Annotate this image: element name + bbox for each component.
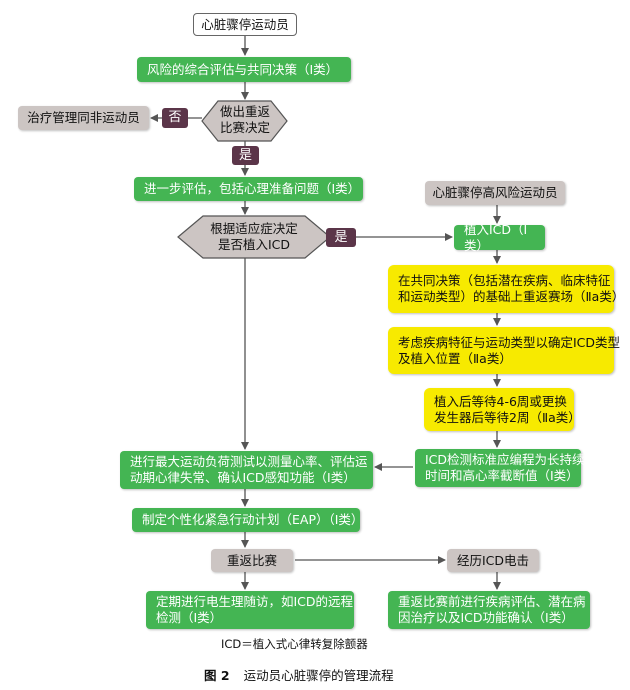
decision-return-text: 做出重返 比赛决定 [219,104,270,135]
decision-diamond-return [201,100,288,142]
icd-type-node: 考虑疾病特征与运动类型以确定ICD类型 及植入位置（Ⅱa类） [388,327,620,374]
risk-assessment-node: 风险的综合评估与共同决策（Ⅰ类） [137,57,351,82]
shared-decision-node: 在共同决策（包括潜在疾病、临床特征 和运动类型）的基础上重返赛场（Ⅱa类） [388,265,624,313]
figure-label: 图 2 [204,668,230,683]
high-risk-athlete-node: 心脏骤停高风险运动员 [425,181,565,205]
figure-title: 运动员心脏骤停的管理流程 [243,668,394,683]
post-shock-eval-node: 重返比赛前进行疾病评估、潜在病 因治疗以及ICD功能确认（Ⅰ类） [388,591,590,629]
icd-programming-node: ICD检测标准应编程为长持续 时间和高心率截断值（Ⅰ类） [415,449,585,487]
start-node: 心脏骤停运动员 [193,13,297,36]
icd-shock-node: 经历ICD电击 [447,549,539,572]
eap-node: 制定个性化紧急行动计划（EAP）（Ⅰ类） [132,508,363,532]
yes-label-icd: 是 [326,228,356,247]
max-exercise-test-node: 进行最大运动负荷测试以测量心率、评估运 动期心律失常、确认ICD感知功能（Ⅰ类） [120,451,373,489]
return-to-play-node: 重返比赛 [211,549,293,572]
decision-icd-text: 根据适应症决定 是否植入ICD [210,221,298,252]
yes-label-return: 是 [232,146,259,165]
figure-caption: 图 2 运动员心脏骤停的管理流程 [204,665,394,684]
no-label: 否 [162,108,188,128]
non-athlete-node: 治疗管理同非运动员 [18,106,149,130]
implant-icd-node: 植入ICD（Ⅰ类） [454,222,545,253]
further-eval-node: 进一步评估，包括心理准备问题（Ⅰ类） [134,177,363,201]
followup-node: 定期进行电生理随访，如ICD的远程 检测（Ⅰ类） [146,591,354,629]
abbreviation-note: ICD＝植入式心律转复除颤器 [221,637,368,651]
wait-period-node: 植入后等待4-6周或更换 发生器后等待2周（Ⅱa类） [424,388,581,431]
